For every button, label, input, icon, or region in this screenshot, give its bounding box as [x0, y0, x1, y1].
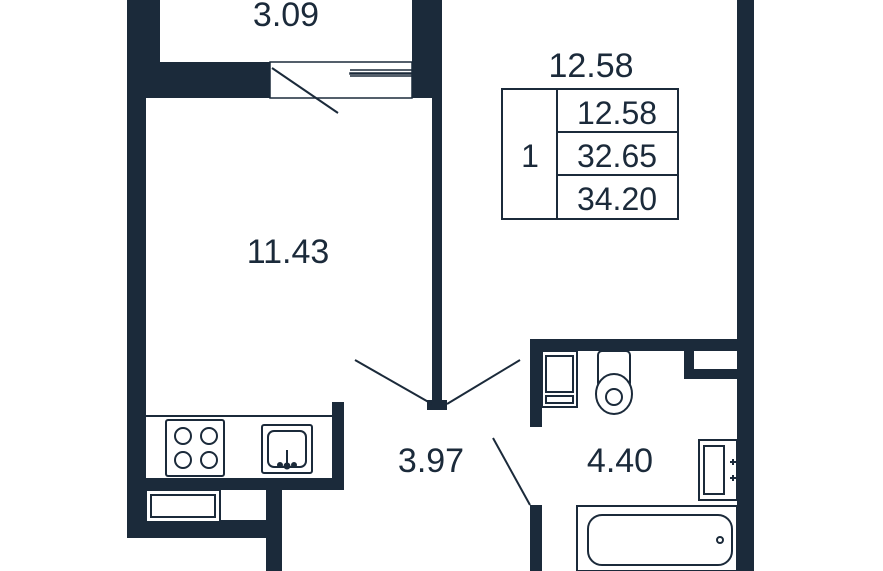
wall-top-room-right	[412, 0, 442, 68]
lower-cabinet-icon	[145, 489, 221, 523]
wall-kitchen-bottom	[146, 478, 342, 490]
wall-bath-left	[530, 339, 542, 427]
washbasin-icon	[698, 439, 738, 501]
stove-icon	[165, 419, 225, 477]
wall-bath-left-lower	[530, 505, 542, 571]
door-swings	[271, 67, 531, 506]
wall-kitchen-right	[332, 402, 344, 490]
wall-shaft-bottom	[684, 369, 737, 379]
bathroom-fixtures	[541, 350, 738, 571]
room-area-bathroom: 4.40	[587, 442, 653, 480]
wall-right-outer	[737, 0, 754, 571]
window-top	[269, 61, 413, 99]
washing-machine-icon	[541, 350, 578, 408]
toilet-icon	[595, 350, 633, 415]
door-living-right	[446, 359, 521, 405]
bathtub-icon	[576, 505, 738, 571]
room-area-kitchen: 12.58	[548, 47, 633, 85]
wall-lower-stub	[266, 490, 282, 571]
kitchen-fixtures	[145, 415, 332, 523]
room-area-top: 3.09	[253, 0, 319, 34]
area-summary-table: 1 12.58 32.65 34.20	[501, 88, 679, 220]
wall-lower-left	[127, 520, 267, 538]
kitchen-sink-icon	[261, 424, 313, 474]
wall-top-room-bottom	[146, 62, 270, 98]
room-labels: 3.09 11.43 3.97 4.40 12.58	[247, 0, 653, 480]
wall-shaft-left	[684, 351, 694, 379]
wall-living-partition	[432, 98, 442, 400]
door-bath	[492, 437, 531, 506]
table-total-area: 32.65	[577, 138, 657, 174]
table-outline	[501, 88, 679, 220]
wall-left-outer	[127, 0, 146, 538]
door-living-left	[354, 359, 433, 405]
wall-bath-top	[530, 339, 737, 351]
wall-top-room-right-lower	[412, 68, 442, 98]
walls	[127, 0, 754, 571]
table-total-area-balcony: 34.20	[577, 181, 657, 217]
room-area-living: 11.43	[247, 233, 330, 271]
table-rooms-count: 1	[521, 138, 539, 174]
door-top	[271, 67, 339, 114]
wall-partition-stub	[427, 400, 447, 410]
table-living-area: 12.58	[577, 95, 657, 131]
room-area-hall: 3.97	[398, 442, 464, 480]
